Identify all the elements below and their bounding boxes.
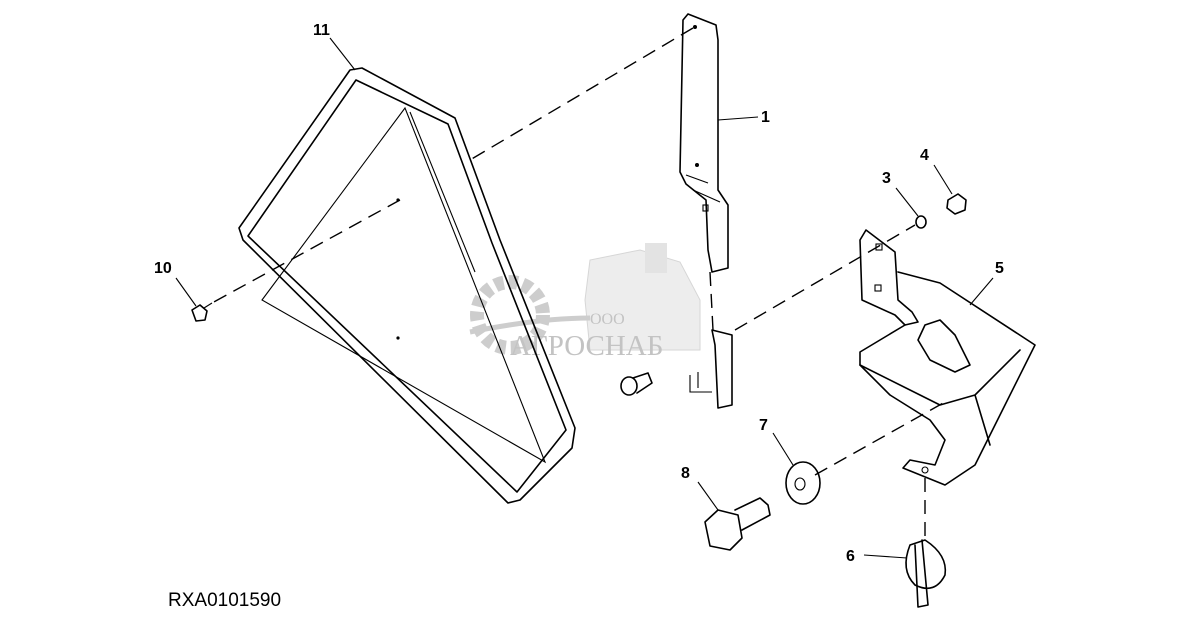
callout-11: 11 — [313, 22, 330, 39]
callout-6: 6 — [846, 548, 855, 565]
callout-8: 8 — [681, 465, 690, 482]
assembly-lines — [211, 27, 946, 540]
leader-lines — [175, 37, 994, 559]
part-11-smv-emblem — [238, 67, 576, 504]
part-6-lynch-pin — [905, 539, 947, 608]
drawing-code: RXA0101590 — [168, 590, 281, 611]
watermark-prefix: ООО — [590, 311, 625, 328]
callout-7: 7 — [759, 417, 768, 434]
part-3-washer — [915, 215, 927, 229]
rivet — [620, 372, 653, 396]
callout-5: 5 — [995, 260, 1004, 277]
callout-1: 1 — [761, 109, 770, 126]
part-7-washer — [785, 461, 821, 505]
watermark-logo: ООО АГРОСНАБ — [469, 243, 701, 362]
callout-3: 3 — [882, 170, 891, 187]
part-10-screw — [191, 302, 213, 322]
part-4-nut — [946, 193, 967, 215]
part-1-mounting-bracket — [679, 13, 733, 409]
callout-4: 4 — [920, 147, 929, 164]
callout-10: 10 — [154, 260, 172, 277]
part-5-hitch-bracket — [859, 229, 1036, 486]
watermark-name: АГРОСНАБ — [510, 330, 663, 362]
